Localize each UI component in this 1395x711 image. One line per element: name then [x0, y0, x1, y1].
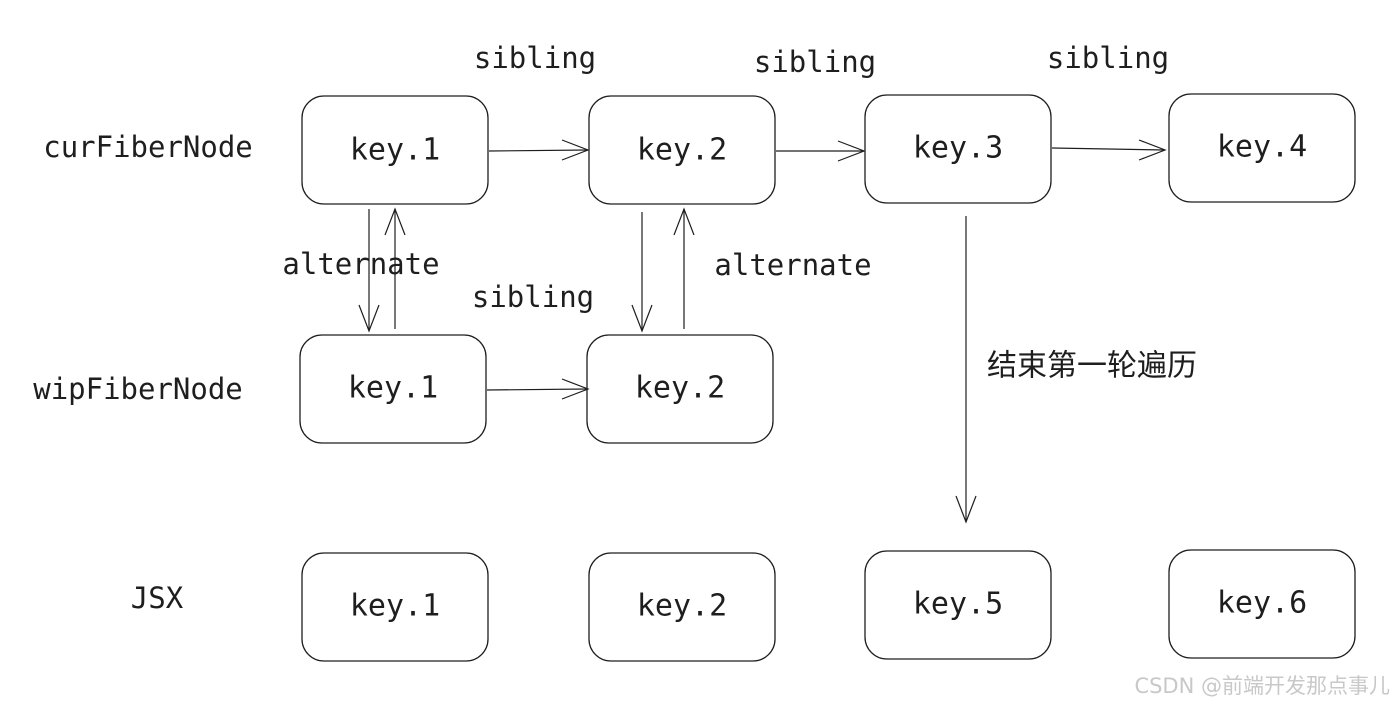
wip-node-key-1-label: key.1 — [348, 371, 438, 406]
row-label-cur-fiber-node: curFiberNode — [43, 130, 253, 164]
watermark: CSDN @前端开发那点事儿 — [1134, 674, 1390, 698]
alternate-label-2: alternate — [714, 248, 871, 282]
cur-node-key-2: key.2 — [588, 95, 776, 205]
cur-node-key-2-label: key.2 — [637, 133, 727, 168]
alternate-arrow-cur1-to-wip1 — [358, 209, 380, 333]
sibling-label-cur-1-2: sibling — [474, 41, 596, 75]
cur-node-key-4: key.4 — [1168, 93, 1356, 203]
cur-node-key-4-label: key.4 — [1217, 130, 1307, 165]
wip-node-key-2-label: key.2 — [635, 371, 725, 406]
jsx-node-key-5-label: key.5 — [913, 587, 1003, 622]
jsx-node-key-2: key.2 — [588, 552, 776, 662]
sibling-arrow-cur-1-to-2 — [488, 139, 590, 161]
sibling-label-wip-1-2: sibling — [472, 280, 594, 314]
cur-node-key-3-label: key.3 — [913, 131, 1003, 166]
alternate-arrow-wip2-to-cur2 — [673, 207, 695, 329]
sibling-arrow-cur-2-to-3 — [776, 140, 866, 162]
jsx-node-key-6: key.6 — [1168, 549, 1356, 659]
end-first-round-label: 结束第一轮遍历 — [987, 349, 1197, 384]
alternate-arrow-cur2-to-wip2 — [631, 212, 653, 333]
jsx-node-key-1-label: key.1 — [350, 589, 440, 624]
sibling-label-cur-3-4: sibling — [1047, 41, 1169, 75]
row-label-wip-fiber-node: wipFiberNode — [33, 372, 243, 406]
jsx-node-key-2-label: key.2 — [637, 589, 727, 624]
cur-node-key-1-label: key.1 — [350, 133, 440, 168]
alternate-label-1: alternate — [282, 247, 439, 281]
row-label-jsx: JSX — [131, 581, 184, 615]
end-round-arrow-key3-to-key5 — [955, 216, 977, 524]
jsx-node-key-1: key.1 — [301, 552, 489, 662]
wip-node-key-2: key.2 — [586, 334, 774, 444]
sibling-label-cur-2-3: sibling — [754, 45, 876, 79]
jsx-node-key-5: key.5 — [864, 550, 1052, 660]
sibling-arrow-wip-1-to-2 — [486, 378, 590, 400]
cur-node-key-1: key.1 — [301, 95, 489, 205]
sibling-arrow-cur-3-to-4 — [1051, 139, 1167, 161]
cur-node-key-3: key.3 — [864, 94, 1052, 204]
alternate-arrow-wip1-to-cur1 — [384, 207, 406, 329]
jsx-node-key-6-label: key.6 — [1217, 586, 1307, 621]
wip-node-key-1: key.1 — [299, 334, 487, 444]
